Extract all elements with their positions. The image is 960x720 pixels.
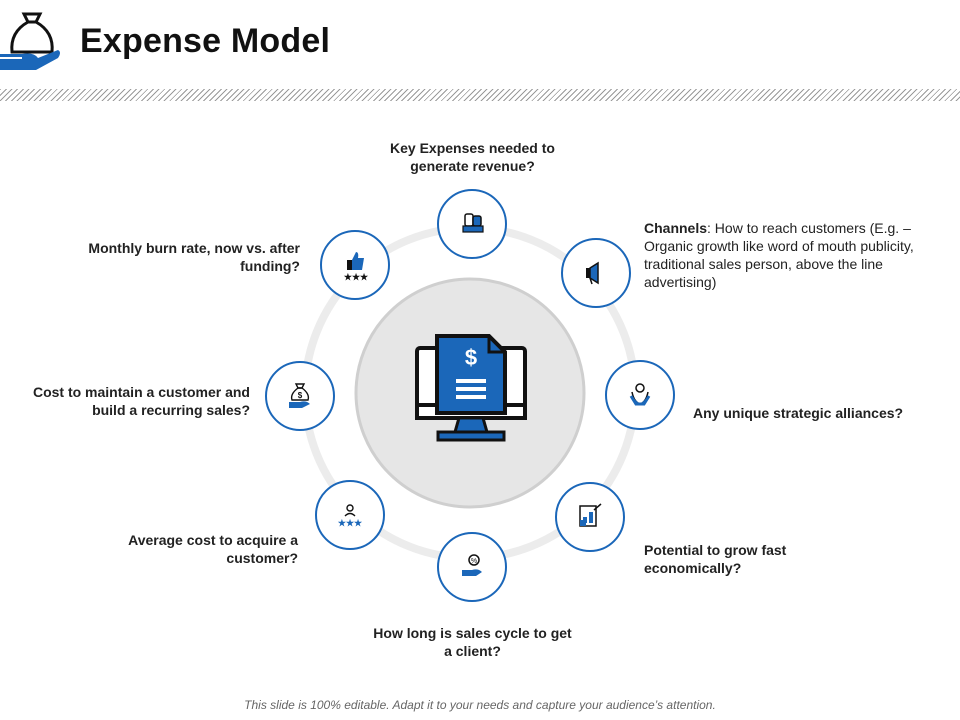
- label-acquire-cost: Average cost to acquire a customer?: [128, 532, 298, 566]
- label-sales-cycle: How long is sales cycle to get a client?: [373, 625, 572, 659]
- monitor-invoice-icon: $: [415, 334, 527, 442]
- label-maintain-cost: Cost to maintain a customer and build a …: [32, 384, 250, 418]
- dollar-bag-hand-icon: $: [289, 383, 310, 408]
- node-maintain-cost: $: [265, 361, 335, 431]
- node-grow-fast: [555, 482, 625, 552]
- label-key-expenses: Key Expenses needed to generate revenue?: [390, 140, 555, 174]
- node-key-expenses: [437, 189, 507, 259]
- money-bag-icon: [462, 213, 484, 233]
- svg-text:$: $: [298, 391, 303, 400]
- page-title: Expense Model: [80, 22, 331, 60]
- label-burn-rate: Monthly burn rate, now vs. after funding…: [88, 240, 300, 274]
- node-channels: [561, 238, 631, 308]
- customer-group-icon: ★★★: [338, 504, 363, 528]
- money-hand-logo-icon: [0, 12, 60, 70]
- svg-text:★★★: ★★★: [338, 518, 363, 528]
- footer-note: This slide is 100% editable. Adapt it to…: [244, 698, 716, 712]
- node-alliances: [605, 360, 675, 430]
- label-grow-fast: Potential to grow fast economically?: [644, 542, 787, 576]
- node-sales-cycle: %: [437, 532, 507, 602]
- node-acquire-cost: ★★★: [315, 480, 385, 550]
- label-channels-lead: Channels: [644, 220, 708, 236]
- label-channels: Channels: How to reach customers (E.g. –…: [644, 219, 944, 291]
- node-burn-rate: ★★★: [320, 230, 390, 300]
- svg-text:$: $: [465, 345, 477, 370]
- svg-text:%: %: [471, 558, 477, 565]
- megaphone-icon: [586, 261, 599, 285]
- percent-hand-icon: %: [462, 554, 482, 576]
- thumbs-up-rating-icon: ★★★: [344, 252, 369, 282]
- label-alliances: Any unique strategic alliances?: [693, 405, 904, 421]
- svg-text:★★★: ★★★: [344, 272, 369, 282]
- header-divider: [0, 89, 960, 101]
- handshake-icon: [629, 383, 651, 406]
- label-channels-text: : How to reach customers (E.g. – Organic…: [644, 220, 914, 290]
- growth-chart-icon: [579, 503, 602, 527]
